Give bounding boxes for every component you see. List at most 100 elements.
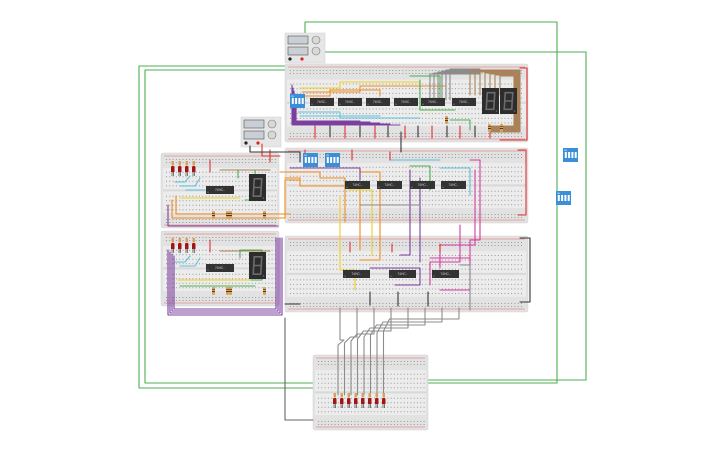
dip-switch-toggle[interactable] (574, 152, 577, 158)
led[interactable] (361, 393, 365, 408)
wire[interactable] (173, 237, 277, 310)
ic-chip[interactable]: 74HC.. (206, 186, 234, 194)
wire[interactable] (429, 224, 461, 286)
wire[interactable] (449, 119, 471, 131)
wire[interactable] (519, 237, 531, 303)
ic-chip[interactable]: 74HC.. (432, 270, 459, 278)
wire[interactable] (284, 317, 314, 421)
wire[interactable] (399, 169, 411, 256)
dip-switch-toggle[interactable] (561, 195, 564, 201)
wire[interactable] (171, 179, 301, 219)
wire[interactable] (439, 169, 476, 269)
wire[interactable] (359, 171, 381, 261)
led[interactable] (375, 393, 379, 408)
led[interactable] (192, 161, 196, 176)
wire[interactable] (474, 70, 520, 132)
wire[interactable] (343, 307, 358, 396)
dip-switch-toggle[interactable] (304, 157, 307, 163)
wire[interactable] (174, 255, 201, 267)
seven-segment-display[interactable] (249, 252, 266, 279)
ic-chip[interactable]: 74HC.. (206, 264, 234, 272)
wire[interactable] (489, 74, 516, 128)
led[interactable] (340, 393, 344, 408)
ic-chip[interactable]: 74HC.. (389, 270, 416, 278)
wire[interactable] (279, 171, 346, 223)
wire[interactable] (369, 267, 421, 286)
wire[interactable] (350, 307, 375, 396)
wire[interactable] (167, 204, 279, 227)
dip-switch-toggle[interactable] (311, 157, 314, 163)
dip-switch-toggle[interactable] (557, 195, 560, 201)
wire[interactable] (337, 307, 345, 396)
ic-chip[interactable]: 74HC.. (452, 98, 476, 106)
seven-segment-display[interactable] (482, 88, 499, 114)
wire[interactable] (239, 249, 263, 281)
power-supply-top[interactable] (284, 32, 326, 64)
resistor[interactable] (263, 287, 266, 295)
dip-switch-toggle[interactable] (314, 157, 317, 163)
terminal-negative[interactable] (288, 57, 292, 61)
wire[interactable] (347, 189, 373, 256)
dip-switch[interactable]: ON (303, 153, 318, 167)
wire[interactable] (289, 167, 361, 181)
wire[interactable] (499, 67, 528, 141)
ic-chip[interactable]: 74HC.. (338, 98, 362, 106)
wire[interactable] (284, 177, 361, 251)
led[interactable] (185, 161, 189, 176)
dip-switch-toggle[interactable] (308, 157, 311, 163)
resistor[interactable] (226, 211, 229, 219)
led[interactable] (354, 393, 358, 408)
led[interactable] (171, 161, 175, 176)
wire[interactable] (484, 72, 518, 130)
wire[interactable] (441, 70, 481, 101)
wire[interactable] (489, 75, 515, 127)
wire[interactable] (469, 159, 481, 263)
wire[interactable] (429, 73, 481, 101)
seven-segment-display[interactable] (249, 174, 266, 201)
dip-switch-toggle[interactable] (301, 98, 304, 104)
dip-switch[interactable]: ON (290, 94, 305, 108)
resistor[interactable] (488, 124, 491, 132)
wire[interactable] (169, 237, 281, 314)
seven-segment-display[interactable] (500, 88, 517, 114)
wire[interactable] (445, 69, 481, 101)
wire[interactable] (437, 71, 481, 101)
ic-chip[interactable]: 74HC.. (421, 98, 445, 106)
led[interactable] (192, 238, 196, 253)
wire[interactable] (349, 241, 441, 253)
ic-chip[interactable]: 74HC.. (394, 98, 418, 106)
resistor[interactable] (212, 211, 215, 219)
ic-chip[interactable]: 74HC.. (345, 181, 370, 189)
wire[interactable] (369, 291, 429, 307)
led[interactable] (368, 393, 372, 408)
dip-switch-toggle[interactable] (333, 157, 336, 163)
resistor[interactable] (263, 211, 266, 219)
wire[interactable] (469, 69, 521, 133)
led[interactable] (178, 161, 182, 176)
dip-switch-toggle[interactable] (571, 152, 574, 158)
wire[interactable] (382, 307, 460, 396)
dip-switch-toggle[interactable] (568, 152, 571, 158)
led[interactable] (171, 238, 175, 253)
dip-switch-toggle[interactable] (336, 157, 339, 163)
led[interactable] (333, 393, 337, 408)
wire[interactable] (479, 71, 519, 131)
dip-switch-toggle[interactable] (291, 98, 294, 104)
terminal-negative[interactable] (244, 141, 248, 145)
ic-chip[interactable]: 74HC.. (366, 98, 390, 106)
wire[interactable] (297, 111, 421, 119)
dip-switch-toggle[interactable] (330, 157, 333, 163)
dip-switch-toggle[interactable] (298, 98, 301, 104)
wire[interactable] (363, 307, 409, 396)
ic-chip[interactable]: 74HC.. (377, 181, 402, 189)
led[interactable] (178, 238, 182, 253)
wire[interactable] (459, 264, 471, 311)
resistor[interactable] (226, 287, 229, 295)
wire[interactable] (439, 167, 471, 196)
wire[interactable] (517, 149, 527, 216)
wire[interactable] (449, 68, 481, 101)
led[interactable] (382, 393, 386, 408)
resistor[interactable] (229, 287, 232, 295)
dip-switch-toggle[interactable] (326, 157, 329, 163)
